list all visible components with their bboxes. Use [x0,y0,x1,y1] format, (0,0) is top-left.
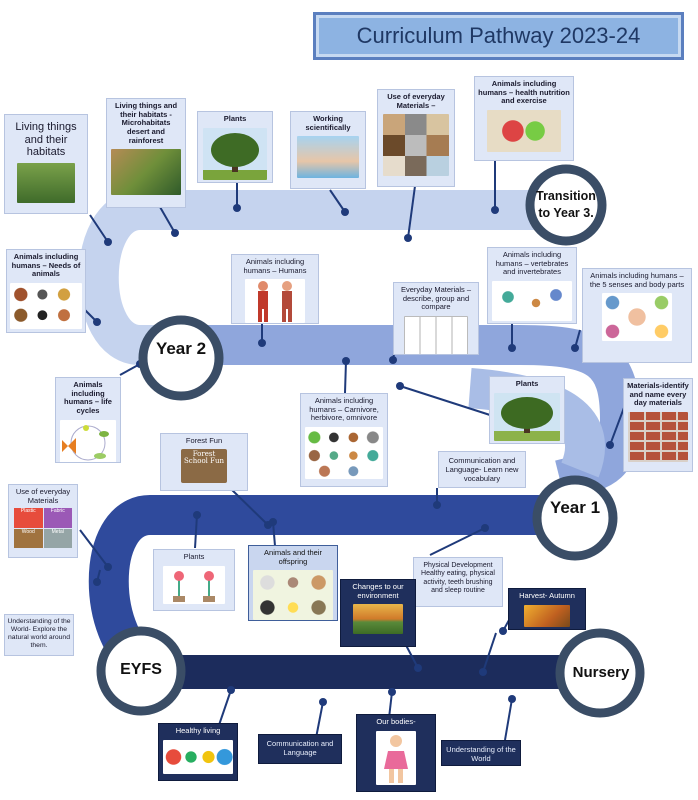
material-plastic: Plastic [14,508,43,528]
card-needs-of-animals: Animals including humans – Needs of anim… [6,249,86,333]
card-harvest: Harvest- Autumn [508,588,586,630]
forest-sign-image: Forest School Fun [181,448,227,483]
card-title: Living things and their habitats [15,121,77,159]
card-title: Animals including humans – Humans [243,257,307,275]
card-title: Harvest- Autumn [519,591,575,600]
materials-worksheet-image [404,315,468,354]
card-title: Animals including humans – life cycles [64,380,112,415]
year1-label: Year 1 [549,498,601,517]
card-title: Animals including humans – vertebrates a… [495,250,569,277]
card-changes-environment: Changes to our environment [340,579,416,647]
card-offspring: Animals and their offspring [248,545,338,621]
card-title: Use of everyday Materials [15,487,71,505]
material-fabric: Fabric [43,508,72,528]
card-materials-identify: Materials-identify and name every day ma… [623,378,693,472]
brick-wall-image [628,411,688,462]
card-title: Plants [515,379,539,388]
year2-label: Year 2 [155,339,207,358]
senses-image [602,293,672,342]
eyfs-label: EYFS [120,661,162,678]
scientist-image [297,136,359,179]
card-title: Plants [223,114,247,123]
card-plants-top: Plants [197,111,273,183]
card-title: Use of everyday Materials – [387,92,445,110]
autumn-image [524,604,570,627]
card-health-nutrition: Animals including humans – health nutrit… [474,76,574,161]
human-body-image [245,279,305,323]
material-metal: Metal [43,528,72,549]
card-healthy-living: Healthy living [158,723,238,781]
card-plants-mid: Plants [489,376,565,444]
card-our-bodies: Our bodies- [356,714,436,792]
card-title: Animals including humans – the 5 senses … [589,271,685,289]
rainforest-image [111,149,181,196]
butterfly-cycle-image [60,419,116,462]
card-title: Animals including humans – health nutrit… [478,79,570,106]
card-physical-development: Physical Development Healthy eating, phy… [413,557,503,607]
card-use-everyday-eyfs: Use of everyday Materials Plastic Fabric… [8,484,78,558]
card-title: Materials-identify and name every day ma… [627,381,689,408]
card-describe-group: Everyday Materials – describe, group and… [393,282,479,355]
tree-image [494,392,560,441]
card-title: Living things and their habitats - Micro… [114,101,178,145]
card-title: Animals and their offspring [264,548,322,566]
offspring-grid-image [253,570,333,620]
card-title: Our bodies- [376,717,416,726]
card-title: Animals including humans – Carnivore, he… [309,396,379,423]
materials-image [383,114,449,177]
card-working-scientifically: Working scientifically [290,111,366,189]
road-top-segment [78,190,565,365]
nursery-label: Nursery [572,664,630,681]
card-carnivore: Animals including humans – Carnivore, he… [300,393,388,487]
plant-diagram-image [163,565,225,604]
card-comm-language-y1: Communication and Language- Learn new vo… [438,451,526,488]
material-wood: Wood [14,528,43,549]
animals-grid-image [10,282,82,329]
card-microhabitats: Living things and their habitats - Micro… [106,98,186,208]
materials-quad-image: Plastic Fabric Wood Metal [14,508,72,549]
card-vertebrates: Animals including humans – vertebrates a… [487,247,577,324]
food-groups-image [305,426,383,479]
card-title: Working scientifically [305,114,351,132]
landscape-image [353,604,403,635]
card-humans: Animals including humans – Humans [231,254,319,324]
card-five-senses: Animals including humans – the 5 senses … [582,268,692,363]
card-understanding-world-nursery: Understanding of the World [441,740,521,766]
card-title: Forest Fun [185,436,223,445]
page-title: Curriculum Pathway 2023-24 [313,12,684,60]
card-living-things: Living things and their habitats [4,114,88,214]
tree-image [203,127,267,180]
card-life-cycles: Animals including humans – life cycles [55,377,121,463]
body-parts-image [376,730,416,785]
card-title: Plants [183,552,205,561]
card-plants-eyfs: Plants [153,549,235,611]
habitat-image [17,162,75,203]
healthy-living-image [163,739,233,774]
card-title: Animals including humans – Needs of anim… [11,252,81,279]
card-understanding-world-eyfs: Understanding of the World- Explore the … [4,614,74,656]
nutrition-image [487,109,561,152]
vertebrates-chart-image [492,280,572,321]
card-forest-fun: Forest Fun Forest School Fun [160,433,248,491]
card-everyday-materials-top: Use of everyday Materials – [377,89,455,187]
transition-label: Transition to Year 3. [536,189,596,220]
card-title: Healthy living [175,726,221,735]
card-title: Changes to our environment [352,582,404,600]
card-comm-language-nursery: Communication and Language [258,734,342,764]
card-title: Everyday Materials – describe, group and… [400,285,472,312]
